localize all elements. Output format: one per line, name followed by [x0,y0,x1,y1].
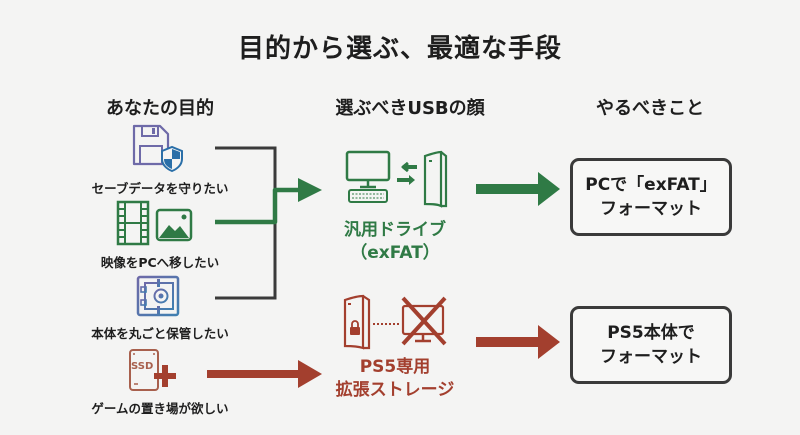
column-header-todo: やるべきこと [596,98,704,119]
usb-option-general-drive-line2: （exFAT） [350,243,440,263]
ssd-plus-icon [129,349,176,391]
purpose-label-store-console: 本体を丸ごと保管したい [91,326,229,341]
action-ps5-line2: フォーマット [600,347,702,367]
pc-ps5-transfer-icon [345,150,448,208]
usb-option-ps5-storage-line1: PS5専用 [359,357,431,377]
purpose-label-save-data: セーブデータを守りたい [91,181,229,196]
column-header-usb-face: 選ぶべきUSBの顔 [335,98,485,119]
ps5-locked-no-pc-icon [343,294,447,350]
ssd-icon-text: SSD [131,361,154,372]
purpose-label-game-storage: ゲームの置き場が欲しい [91,401,229,416]
action-ps5-line1: PS5本体で [607,323,695,343]
action-box-ps5-format: PS5本体で フォーマット [570,306,732,384]
page-title: 目的から選ぶ、最適な手段 [237,34,562,64]
safe-icon [136,275,180,317]
column-header-purpose: あなたの目的 [106,98,214,119]
usb-option-general-drive-line1: 汎用ドライブ [344,220,446,240]
usb-option-ps5-storage-line2: 拡張ストレージ [335,380,455,400]
floppy-shield-icon [132,124,183,173]
action-exfat-line2: フォーマット [600,199,702,219]
film-image-icon [116,200,193,246]
action-exfat-line1: PCで「exFAT」 [585,175,717,195]
action-box-exfat-format: PCで「exFAT」 フォーマット [570,158,732,236]
green-arrow-head-left [298,178,322,202]
purpose-label-video-to-pc: 映像をPCへ移したい [100,255,220,270]
bracket-line-green [215,187,300,225]
